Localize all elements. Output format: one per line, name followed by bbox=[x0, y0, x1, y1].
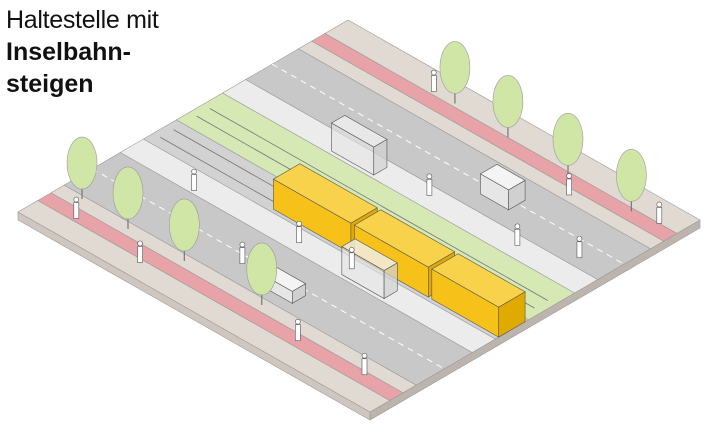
person-figure bbox=[576, 235, 583, 259]
person-figure bbox=[656, 201, 663, 224]
person-figure bbox=[348, 247, 355, 270]
tree-crown bbox=[552, 113, 584, 166]
delivery-van bbox=[479, 163, 526, 211]
delivery-van-top bbox=[479, 163, 526, 191]
person-figure bbox=[239, 241, 246, 264]
tree bbox=[246, 242, 278, 305]
sidewalk-right bbox=[324, 19, 701, 234]
shelter-right-top bbox=[330, 115, 388, 148]
tree-crown bbox=[439, 41, 471, 94]
person-figure bbox=[295, 318, 301, 341]
tree-crown bbox=[66, 136, 98, 190]
lane-marking bbox=[271, 63, 625, 265]
shelter-left-top bbox=[341, 238, 398, 271]
title-line-2: Inselbahn- bbox=[6, 38, 132, 66]
tram-car-2-top bbox=[353, 209, 456, 268]
tree-crown bbox=[246, 242, 278, 296]
person-figure bbox=[137, 240, 143, 263]
person-figure bbox=[514, 223, 521, 246]
tree-crown bbox=[616, 149, 647, 202]
tree bbox=[439, 41, 471, 104]
person-figure bbox=[566, 173, 572, 196]
person-figure bbox=[296, 220, 302, 244]
tree bbox=[552, 113, 584, 176]
shelter-right bbox=[330, 115, 388, 176]
person-figure bbox=[73, 196, 80, 219]
title-line-3: steigen bbox=[6, 70, 94, 98]
person-figure bbox=[191, 168, 197, 191]
rail-line bbox=[209, 108, 548, 301]
tree-crown bbox=[169, 198, 200, 252]
tree bbox=[616, 149, 647, 212]
tree bbox=[492, 75, 524, 138]
tree bbox=[112, 166, 144, 229]
tree-crown bbox=[112, 166, 144, 220]
tram-car-1-top bbox=[272, 163, 378, 224]
tree bbox=[66, 136, 98, 200]
tram-car-3-top bbox=[431, 253, 526, 308]
scene-objects bbox=[66, 41, 663, 376]
illustration-title: Haltestelle mit Inselbahn- steigen bbox=[6, 4, 159, 100]
tram-car-3 bbox=[431, 253, 526, 338]
title-line-1: Haltestelle mit bbox=[6, 6, 159, 34]
person-figure bbox=[430, 69, 437, 92]
tree bbox=[169, 198, 200, 261]
person-figure bbox=[361, 352, 368, 376]
person-figure bbox=[426, 173, 433, 196]
tree-crown bbox=[492, 75, 524, 128]
